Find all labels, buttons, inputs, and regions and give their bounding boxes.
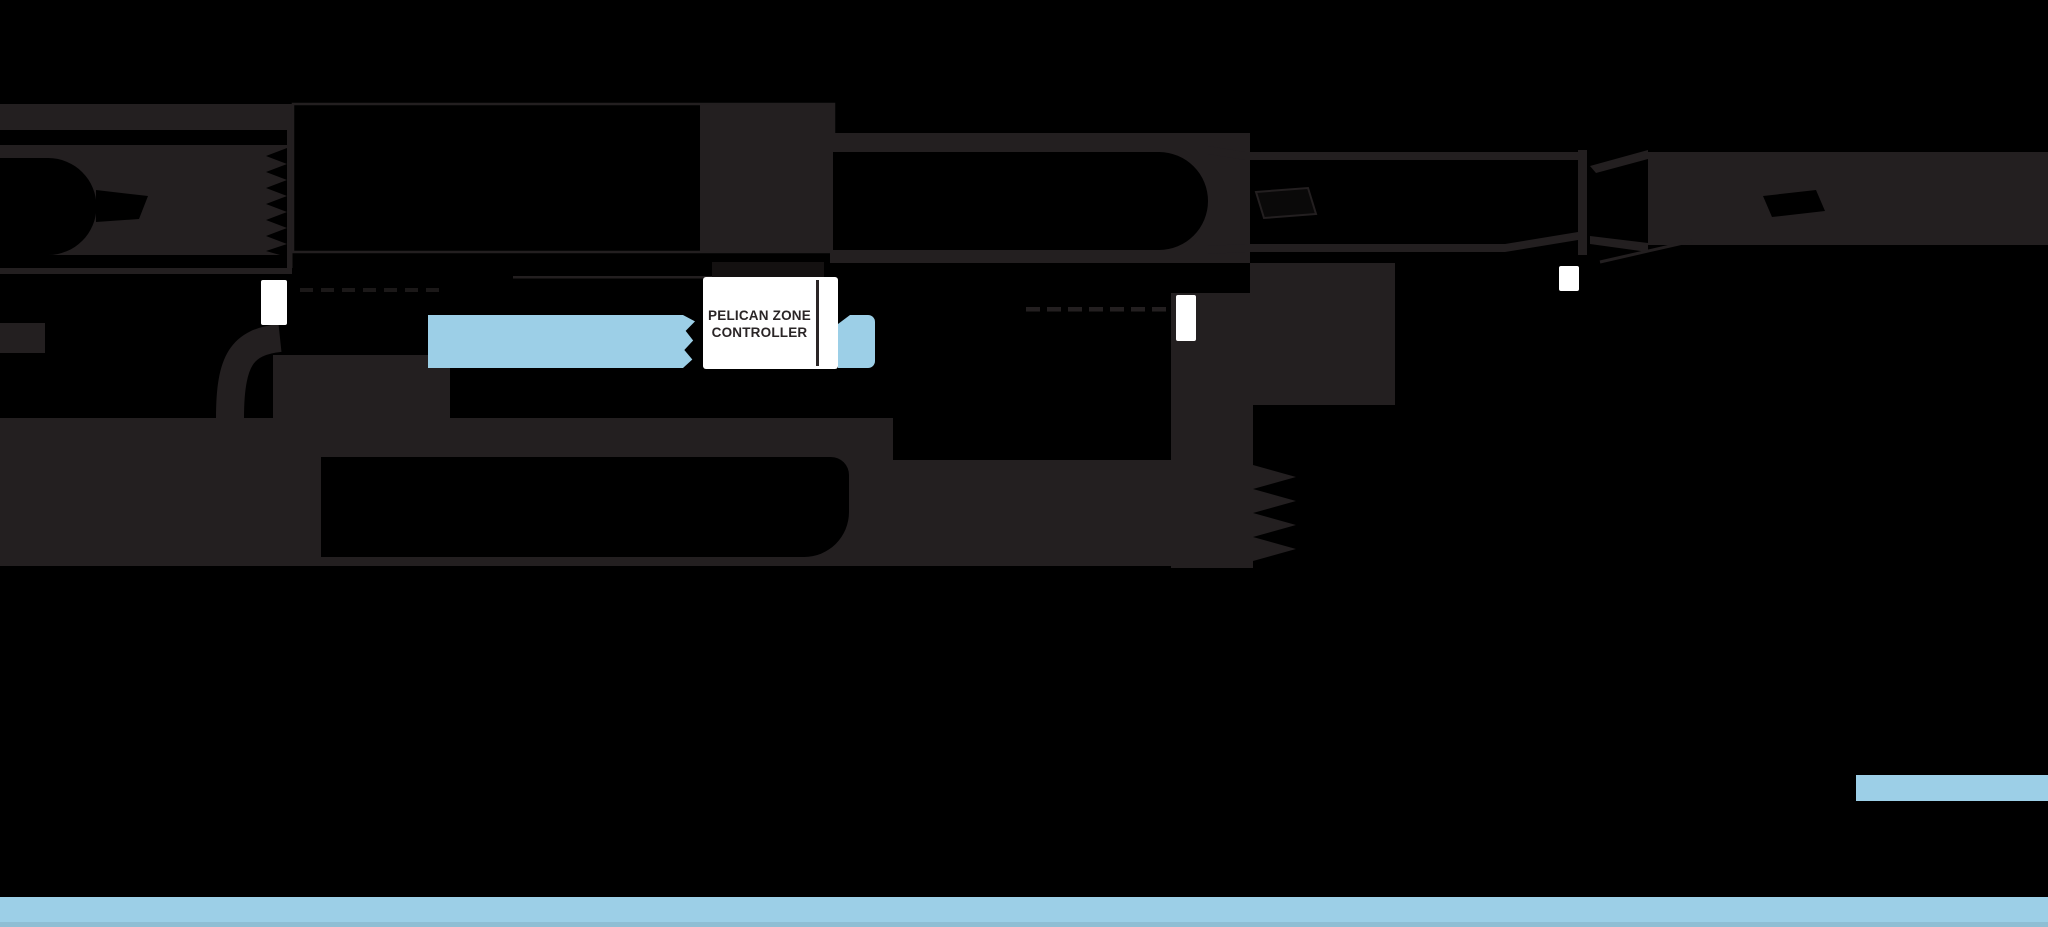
duct-wall-bottom [1208,232,1578,254]
controller-wire [513,276,712,279]
duct-cone-bottom [1590,236,1648,252]
supply-duct-interior [833,152,1208,250]
zone-damper-2 [1763,190,1825,217]
zone-controller-label-line2: CONTROLLER [711,325,808,340]
controller-mounting-block [712,262,824,277]
return-elbow [216,324,282,419]
right-supply-duct [1648,152,2048,245]
thermostat-sensor-2 [1176,295,1196,341]
zone-controller-label-line1: PELICAN ZONE [708,308,811,323]
thermostat-sensor-3 [1559,266,1579,291]
furnace-body-extension [893,460,1171,566]
dashed-wire-left [300,288,439,292]
supply-plenum [700,104,834,253]
unit-slot-bottom [0,255,287,268]
return-column-bulge [1253,263,1395,405]
blower-symbol [0,158,97,255]
damper-actuator-bar [1578,150,1587,255]
controller-terminal-divider [816,280,819,366]
furnace-opening [321,457,849,557]
duct-housing-notch [1171,263,1250,293]
dashed-wire-right [1026,307,1166,312]
blower-outlet [96,190,148,222]
unit-right-wall [290,110,293,268]
highlighted-wire-bottom-right [1856,775,2048,801]
footer-bar [0,897,2048,927]
duct-cone-top [1590,150,1648,173]
unit-slot-top [0,130,287,145]
highlighted-wire-right [838,315,875,368]
zone-damper-1 [1254,186,1318,220]
duct-wall-top [1208,146,1578,160]
flex-duct-tooth [1253,513,1296,537]
zone-controller-label: PELICAN ZONE CONTROLLER [703,277,816,369]
flex-duct-tooth [1253,465,1296,489]
highlighted-wire-left [428,315,695,368]
left-edge-fragment [0,323,45,353]
thermostat-sensor-1 [261,280,287,325]
return-drop-base [273,355,450,418]
flex-duct-tooth [1253,537,1296,561]
sensor-lead-line [1599,239,1693,264]
filter-zigzag [266,148,287,257]
flex-duct-tooth [1253,489,1296,513]
zone-controller-box: PELICAN ZONE CONTROLLER [703,277,838,369]
